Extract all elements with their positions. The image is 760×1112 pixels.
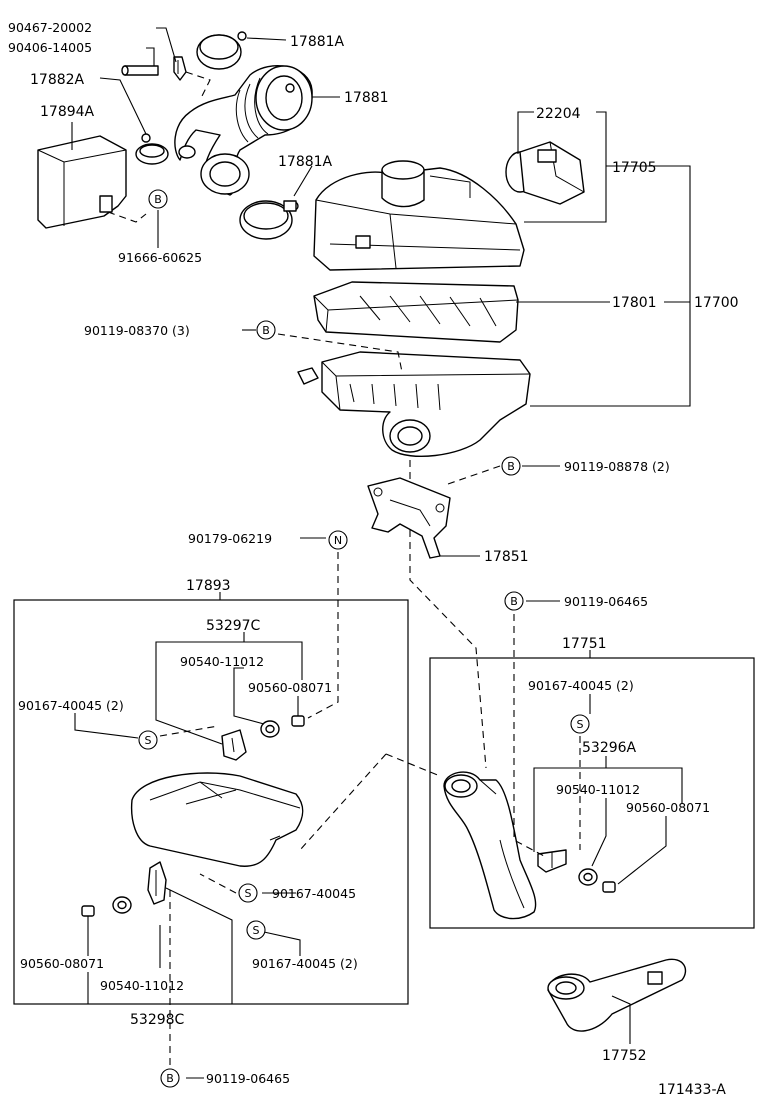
label-53296A: 53296A — [582, 740, 637, 756]
grommet-90540-11012-c-drawing — [112, 896, 132, 914]
hose-clamp-17881A-mid-drawing — [239, 200, 299, 240]
label-17881: 17881 — [344, 90, 389, 106]
label-90540-11012-c: 90540-11012 — [100, 978, 184, 993]
nut-symbol-text: N — [334, 534, 342, 547]
bracket-53296A-drawing — [537, 849, 567, 873]
bolt-symbol-91666: B — [148, 189, 168, 209]
collar-90560-08071-a-drawing — [291, 715, 305, 727]
air-intake-hose-17881-drawing — [174, 65, 313, 196]
label-90167-40045-2-a: 90167-40045 (2) — [18, 698, 124, 713]
bolt-symbol-90119-08370: B — [256, 320, 276, 340]
label-91666-60625: 91666-60625 — [118, 250, 202, 265]
bolt-symbol-90119-08878: B — [501, 456, 521, 476]
bracket-53298C-drawing — [147, 861, 167, 905]
label-17881A-mid: 17881A — [278, 154, 333, 170]
clip-90467-20002-drawing — [173, 56, 187, 81]
label-90119-06465-a: 90119-06465 — [564, 594, 648, 609]
resonator-17894A-drawing — [37, 135, 127, 229]
label-90119-06465-b: 90119-06465 — [206, 1071, 290, 1086]
filter-element-17801-drawing — [313, 281, 519, 343]
air-cleaner-cap-17705-drawing — [313, 160, 525, 271]
label-90540-11012-b: 90540-11012 — [556, 782, 640, 797]
screw-symbol-90167-40045-c: S — [246, 920, 266, 940]
label-17700: 17700 — [694, 295, 739, 311]
label-90560-08071-c: 90560-08071 — [20, 956, 104, 971]
screw-symbol-90167-40045-b: S — [570, 714, 590, 734]
label-90560-08071-b: 90560-08071 — [626, 800, 710, 815]
label-17801: 17801 — [612, 295, 657, 311]
intake-hose-group-frame — [429, 657, 755, 929]
bracket-17851-drawing — [367, 477, 451, 559]
label-90119-08370: 90119-08370 (3) — [84, 323, 190, 338]
collar-90560-08071-b-drawing — [602, 881, 616, 893]
screw-symbol-text: S — [577, 718, 584, 731]
label-17752: 17752 — [602, 1048, 647, 1064]
screw-symbol-text: S — [145, 734, 152, 747]
bolt-symbol-text: B — [510, 595, 518, 608]
label-17893: 17893 — [186, 578, 231, 594]
air-cleaner-case-drawing — [297, 351, 531, 457]
collar-90560-08071-c-drawing — [81, 905, 95, 917]
grommet-90540-11012-b-drawing — [578, 868, 598, 886]
label-90167-40045: 90167-40045 — [272, 886, 356, 901]
bolt-symbol-90119-06465-b: B — [160, 1068, 180, 1088]
part-labels: 90467-20002 90406-14005 17881A 17881 178… — [8, 20, 739, 1098]
label-17882A: 17882A — [30, 72, 85, 88]
label-17751: 17751 — [562, 636, 607, 652]
label-90560-08071-a: 90560-08071 — [248, 680, 332, 695]
intake-hose-17751-drawing — [443, 771, 537, 920]
screw-symbol-text: S — [253, 924, 260, 937]
bolt-symbol-text: B — [154, 193, 162, 206]
label-17705: 17705 — [612, 160, 657, 176]
dashed-connectors — [107, 71, 581, 1066]
bolt-symbol-90119-06465-a: B — [504, 591, 524, 611]
bracket-53297C-drawing — [221, 729, 247, 761]
label-22204: 22204 — [536, 106, 581, 122]
diagram-id: 171433-A — [658, 1082, 726, 1098]
leader-lines — [71, 27, 691, 1079]
nut-symbol-90179-06219: N — [328, 530, 348, 550]
screw-symbol-text: S — [245, 887, 252, 900]
label-90406-14005: 90406-14005 — [8, 40, 92, 55]
label-90179-06219: 90179-06219 — [188, 531, 272, 546]
hose-clamp-17881A-top-drawing — [196, 31, 247, 70]
label-17894A: 17894A — [40, 104, 95, 120]
screw-symbol-90167-40045: S — [238, 883, 258, 903]
pin-90406-14005-drawing — [121, 65, 159, 76]
bolt-symbol-text: B — [166, 1072, 174, 1085]
bolt-symbol-text: B — [262, 324, 270, 337]
label-53298C: 53298C — [130, 1012, 185, 1028]
screw-symbol-90167-40045-a: S — [138, 730, 158, 750]
label-53297C: 53297C — [206, 618, 261, 634]
label-90119-08878: 90119-08878 (2) — [564, 459, 670, 474]
label-17881A-top: 17881A — [290, 34, 345, 50]
resonator-17893-drawing — [130, 772, 304, 867]
label-90467-20002: 90467-20002 — [8, 20, 92, 35]
bolt-symbol-text: B — [507, 460, 515, 473]
clamp-17882A-drawing — [135, 133, 169, 165]
label-90167-40045-2-b: 90167-40045 (2) — [528, 678, 634, 693]
air-flow-meter-22204-drawing — [505, 141, 585, 205]
grommet-90540-11012-a-drawing — [260, 720, 280, 738]
label-90167-40045-2-c: 90167-40045 (2) — [252, 956, 358, 971]
label-17851: 17851 — [484, 549, 529, 565]
label-90540-11012-a: 90540-11012 — [180, 654, 264, 669]
intake-pipe-17752-drawing — [547, 958, 687, 1032]
